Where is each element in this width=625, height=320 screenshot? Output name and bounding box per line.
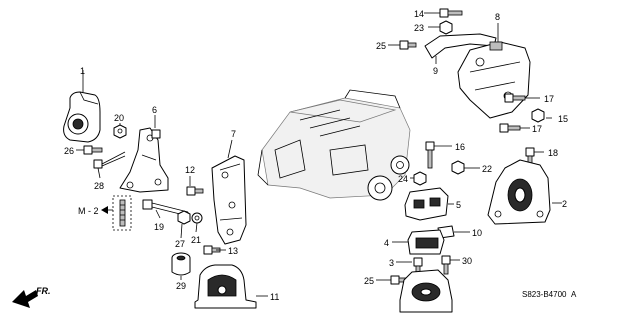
part-23-nut	[439, 20, 453, 35]
callout-15: 15	[558, 114, 568, 124]
part-1-side-mount	[63, 91, 101, 143]
callout-9: 9	[433, 66, 438, 76]
callout-25-lower: 25	[364, 276, 374, 286]
callout-21: 21	[191, 235, 201, 245]
part-12-bolt	[186, 186, 204, 196]
revision-letter: A	[571, 290, 577, 299]
part-29-bushing	[171, 252, 191, 276]
callout-17-lower: 17	[532, 124, 542, 134]
callout-23: 23	[414, 23, 424, 33]
part-26-bolt	[83, 145, 103, 155]
callout-11: 11	[270, 292, 279, 302]
part-7-bracket	[211, 155, 247, 245]
callout-12: 12	[185, 165, 195, 175]
part-4-bracket	[407, 229, 445, 255]
diagram-code: S823-B4700	[522, 290, 567, 299]
callout-4: 4	[384, 238, 389, 248]
part-22-nut	[451, 160, 465, 175]
m2-reference-arrow	[101, 206, 113, 214]
part-6-bracket	[119, 127, 169, 193]
part-30-bolt	[441, 255, 451, 275]
part-11-lower-mount	[194, 264, 257, 309]
part-21-washer	[191, 212, 203, 224]
callout-29: 29	[176, 281, 186, 291]
m2-reference-label: M - 2	[78, 206, 99, 216]
engine-illustration	[257, 89, 411, 201]
part-6-bolt-top	[151, 129, 161, 139]
callout-2: 2	[562, 199, 567, 209]
callout-27: 27	[175, 239, 185, 249]
part-8-bracket	[457, 41, 531, 119]
part-25-bolt-top	[399, 40, 417, 50]
callout-8: 8	[495, 12, 500, 22]
stud-bolt	[112, 195, 132, 231]
callout-14: 14	[414, 9, 424, 19]
part-2-mount	[487, 159, 551, 225]
callout-7: 7	[231, 129, 236, 139]
callout-30: 30	[462, 256, 472, 266]
callout-18: 18	[548, 148, 558, 158]
callout-5: 5	[456, 200, 461, 210]
callout-19: 19	[154, 222, 164, 232]
leader-lines	[76, 12, 562, 297]
part-20-nut	[113, 124, 127, 139]
front-direction-arrow	[12, 290, 38, 308]
callout-20: 20	[114, 113, 124, 123]
part-27-nut	[177, 210, 191, 225]
callout-13: 13	[228, 246, 238, 256]
callout-10: 10	[472, 228, 482, 238]
callout-labels: 1 2 3 4 5 6 7 8 9 10 11 12 13 14 15 16 1…	[36, 9, 577, 302]
callout-1: 1	[80, 66, 85, 76]
part-15-nut	[531, 108, 545, 123]
callout-25-upper: 25	[376, 41, 386, 51]
callout-24: 24	[398, 174, 408, 184]
lower-mount-assembly	[399, 269, 453, 313]
callout-6: 6	[152, 105, 157, 115]
callout-28: 28	[94, 181, 104, 191]
callout-17-upper: 17	[544, 94, 554, 104]
front-label: FR.	[36, 286, 51, 296]
part-14-bolt	[439, 8, 463, 18]
callout-22: 22	[482, 164, 492, 174]
callout-3: 3	[389, 258, 394, 268]
part-28-bolt	[93, 151, 126, 169]
part-24-nut	[413, 171, 427, 186]
part-5-bracket	[404, 187, 449, 221]
part-16-bolt	[425, 141, 435, 169]
callout-26: 26	[64, 146, 74, 156]
callout-16: 16	[455, 142, 465, 152]
part-17-bolt-lower	[499, 123, 521, 133]
